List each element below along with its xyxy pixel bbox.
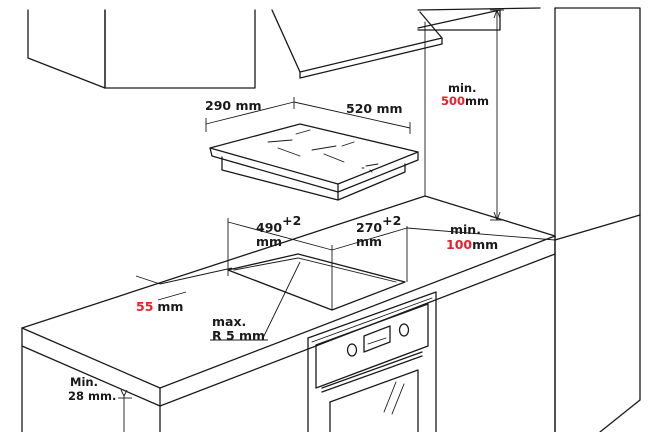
radius-caption: max. bbox=[212, 314, 246, 329]
thickness-dimension bbox=[118, 389, 132, 432]
lower-left-cabinet bbox=[21, 345, 161, 432]
thickness-caption: Min. bbox=[70, 375, 98, 389]
min-back-value-label: 100mm bbox=[446, 237, 498, 252]
oven-knob-left-icon[interactable] bbox=[346, 343, 358, 357]
extractor-hood bbox=[271, 9, 443, 79]
dimension-labels: 290 mm 520 mm min. 500mm 490+2 mm 270+2 … bbox=[68, 81, 498, 403]
front-gap-value: 55 bbox=[136, 299, 153, 314]
cutout-width-unit: mm bbox=[256, 234, 282, 249]
cutout-width-value: 490+2 bbox=[256, 213, 301, 235]
cutout-depth-unit: mm bbox=[356, 234, 382, 249]
cutout-dimension-lines bbox=[227, 218, 556, 310]
min-back-caption: min. bbox=[450, 222, 481, 237]
thickness-value: 28 mm. bbox=[68, 389, 116, 403]
built-in-oven bbox=[307, 291, 437, 432]
min-back-value: 100 bbox=[446, 237, 472, 252]
front-gap-unit: mm bbox=[157, 299, 183, 314]
cutout-depth-value: 270+2 bbox=[356, 213, 401, 235]
oven-knob-right-icon[interactable] bbox=[398, 323, 410, 337]
hob-dimension-lines bbox=[205, 97, 411, 134]
front-gap-dimension bbox=[135, 267, 233, 301]
min-height-caption: min. bbox=[448, 81, 476, 95]
hob-depth-label: 290 mm bbox=[205, 98, 262, 113]
upper-wall-cabinet bbox=[27, 9, 256, 89]
min-500-dimension-line bbox=[490, 9, 504, 221]
hob-width-label: 520 mm bbox=[346, 101, 403, 116]
min-back-unit: mm bbox=[472, 237, 498, 252]
min-height-value: 500 bbox=[441, 94, 465, 108]
upper-right-cabinet bbox=[417, 7, 541, 31]
countertop-cutout bbox=[227, 253, 406, 311]
tall-right-unit bbox=[554, 7, 641, 432]
min-height-unit: mm bbox=[465, 94, 489, 108]
min-height-value-label: 500mm bbox=[441, 94, 489, 108]
hob-appliance bbox=[209, 123, 419, 201]
radius-value: R 5 mm bbox=[212, 328, 265, 343]
radius-leader-line bbox=[261, 261, 301, 341]
front-gap-label: 55 mm bbox=[136, 299, 183, 314]
